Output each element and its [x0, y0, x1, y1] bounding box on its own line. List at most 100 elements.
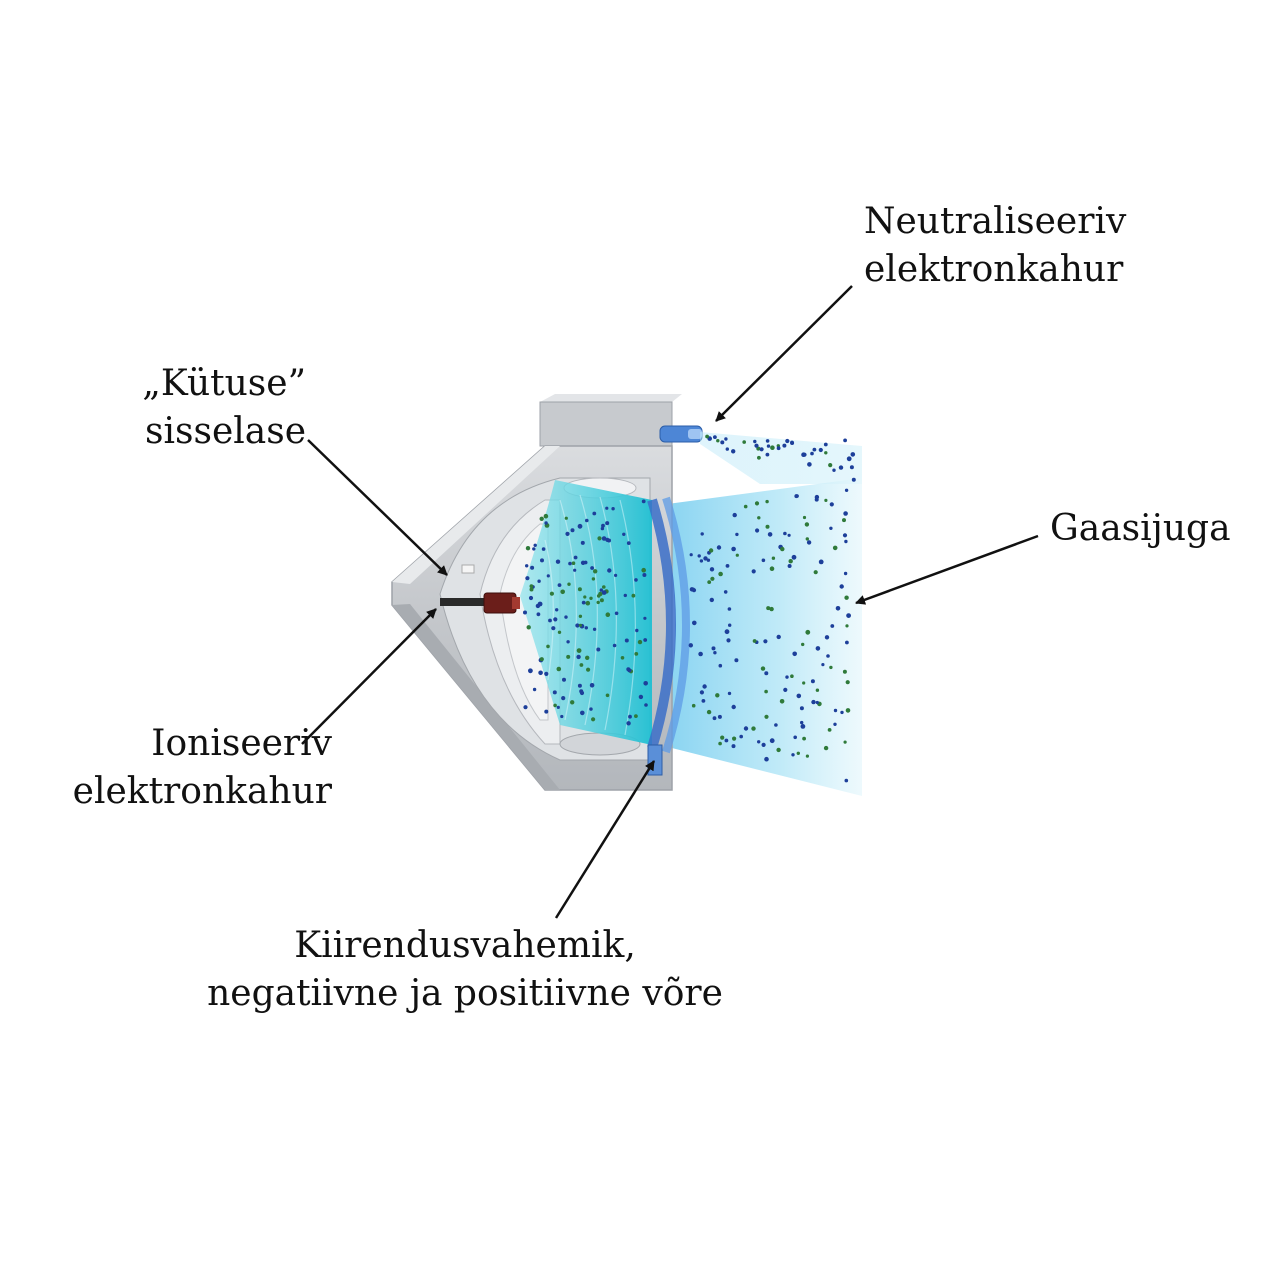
particle	[813, 570, 818, 575]
leader-arrows	[301, 285, 1039, 919]
particle	[631, 593, 636, 598]
particle	[585, 600, 591, 606]
particle	[844, 539, 848, 544]
particle	[818, 447, 823, 453]
particle	[602, 585, 606, 589]
particle	[523, 610, 527, 615]
particle	[568, 561, 572, 566]
particle	[791, 753, 795, 757]
particle	[799, 706, 804, 711]
particle	[764, 671, 769, 676]
particle	[624, 638, 629, 643]
particle	[829, 502, 834, 507]
particle	[811, 699, 816, 705]
particle	[845, 640, 849, 645]
particle	[793, 735, 797, 740]
particle	[832, 468, 836, 472]
particle	[845, 708, 851, 713]
particle	[732, 512, 737, 518]
particle	[605, 693, 610, 698]
particle	[844, 488, 849, 492]
particle	[754, 501, 760, 506]
particle	[548, 618, 552, 623]
particle	[698, 651, 703, 657]
particle	[802, 515, 807, 520]
particle	[846, 613, 851, 618]
particle	[804, 522, 810, 527]
particle	[769, 738, 775, 744]
particle	[541, 547, 546, 551]
particle	[612, 643, 617, 648]
particle	[537, 579, 541, 583]
particle	[725, 564, 730, 568]
particle	[720, 440, 725, 445]
particle	[577, 587, 582, 592]
particle	[571, 561, 576, 565]
particle	[731, 546, 736, 552]
particle	[556, 666, 562, 672]
label-neutralizer-line2: elektronkahur	[864, 249, 1124, 290]
particle	[709, 567, 715, 572]
particle	[845, 624, 849, 628]
particle	[815, 700, 819, 705]
particle	[589, 596, 593, 600]
particle	[844, 595, 849, 600]
particle	[826, 654, 830, 658]
particle	[634, 578, 638, 582]
label-fuel-inlet-line1: „Kütuse”	[142, 363, 306, 404]
particle	[840, 710, 844, 715]
particle	[699, 690, 705, 695]
particle	[585, 518, 589, 523]
particle	[731, 744, 736, 749]
particle	[850, 452, 856, 457]
particle	[529, 584, 534, 589]
particle	[711, 646, 716, 651]
particle	[791, 554, 797, 560]
particle	[596, 600, 600, 605]
particle	[585, 655, 590, 660]
particle	[731, 704, 736, 710]
particle	[634, 652, 639, 656]
particle	[718, 741, 722, 746]
particle	[838, 465, 844, 470]
particle	[788, 559, 793, 564]
particle	[620, 656, 625, 660]
label-fuel-inlet: „Kütuse” sisselase	[128, 360, 306, 456]
particle	[763, 639, 768, 644]
label-fuel-inlet-line2: sisselase	[145, 411, 306, 452]
particle	[823, 442, 828, 447]
particle	[829, 526, 833, 530]
particle	[539, 657, 544, 662]
particle	[753, 439, 757, 444]
particle	[800, 720, 804, 725]
particle	[528, 595, 534, 601]
particle	[592, 511, 597, 516]
particle	[843, 740, 847, 744]
label-accel-line1: Kiirendusvahemik,	[294, 925, 636, 966]
arrow-neutralizer	[715, 285, 853, 422]
particle	[580, 560, 586, 565]
particle	[828, 463, 833, 468]
particle	[843, 511, 848, 516]
particle	[570, 700, 575, 705]
particle	[564, 516, 568, 520]
particle	[644, 703, 648, 707]
particle	[575, 623, 580, 628]
particle	[590, 566, 594, 570]
particle	[578, 623, 583, 627]
particle	[643, 616, 647, 620]
particle	[611, 507, 615, 511]
particle	[731, 449, 736, 454]
particle	[776, 747, 781, 753]
particle	[567, 582, 571, 586]
particle	[801, 642, 805, 647]
particle	[800, 724, 806, 729]
particle	[761, 558, 766, 563]
particle	[790, 440, 794, 445]
particle	[562, 677, 566, 682]
particle	[689, 553, 693, 557]
particle	[709, 597, 714, 603]
particle	[771, 556, 776, 560]
particle	[769, 566, 775, 571]
particle	[842, 669, 847, 674]
